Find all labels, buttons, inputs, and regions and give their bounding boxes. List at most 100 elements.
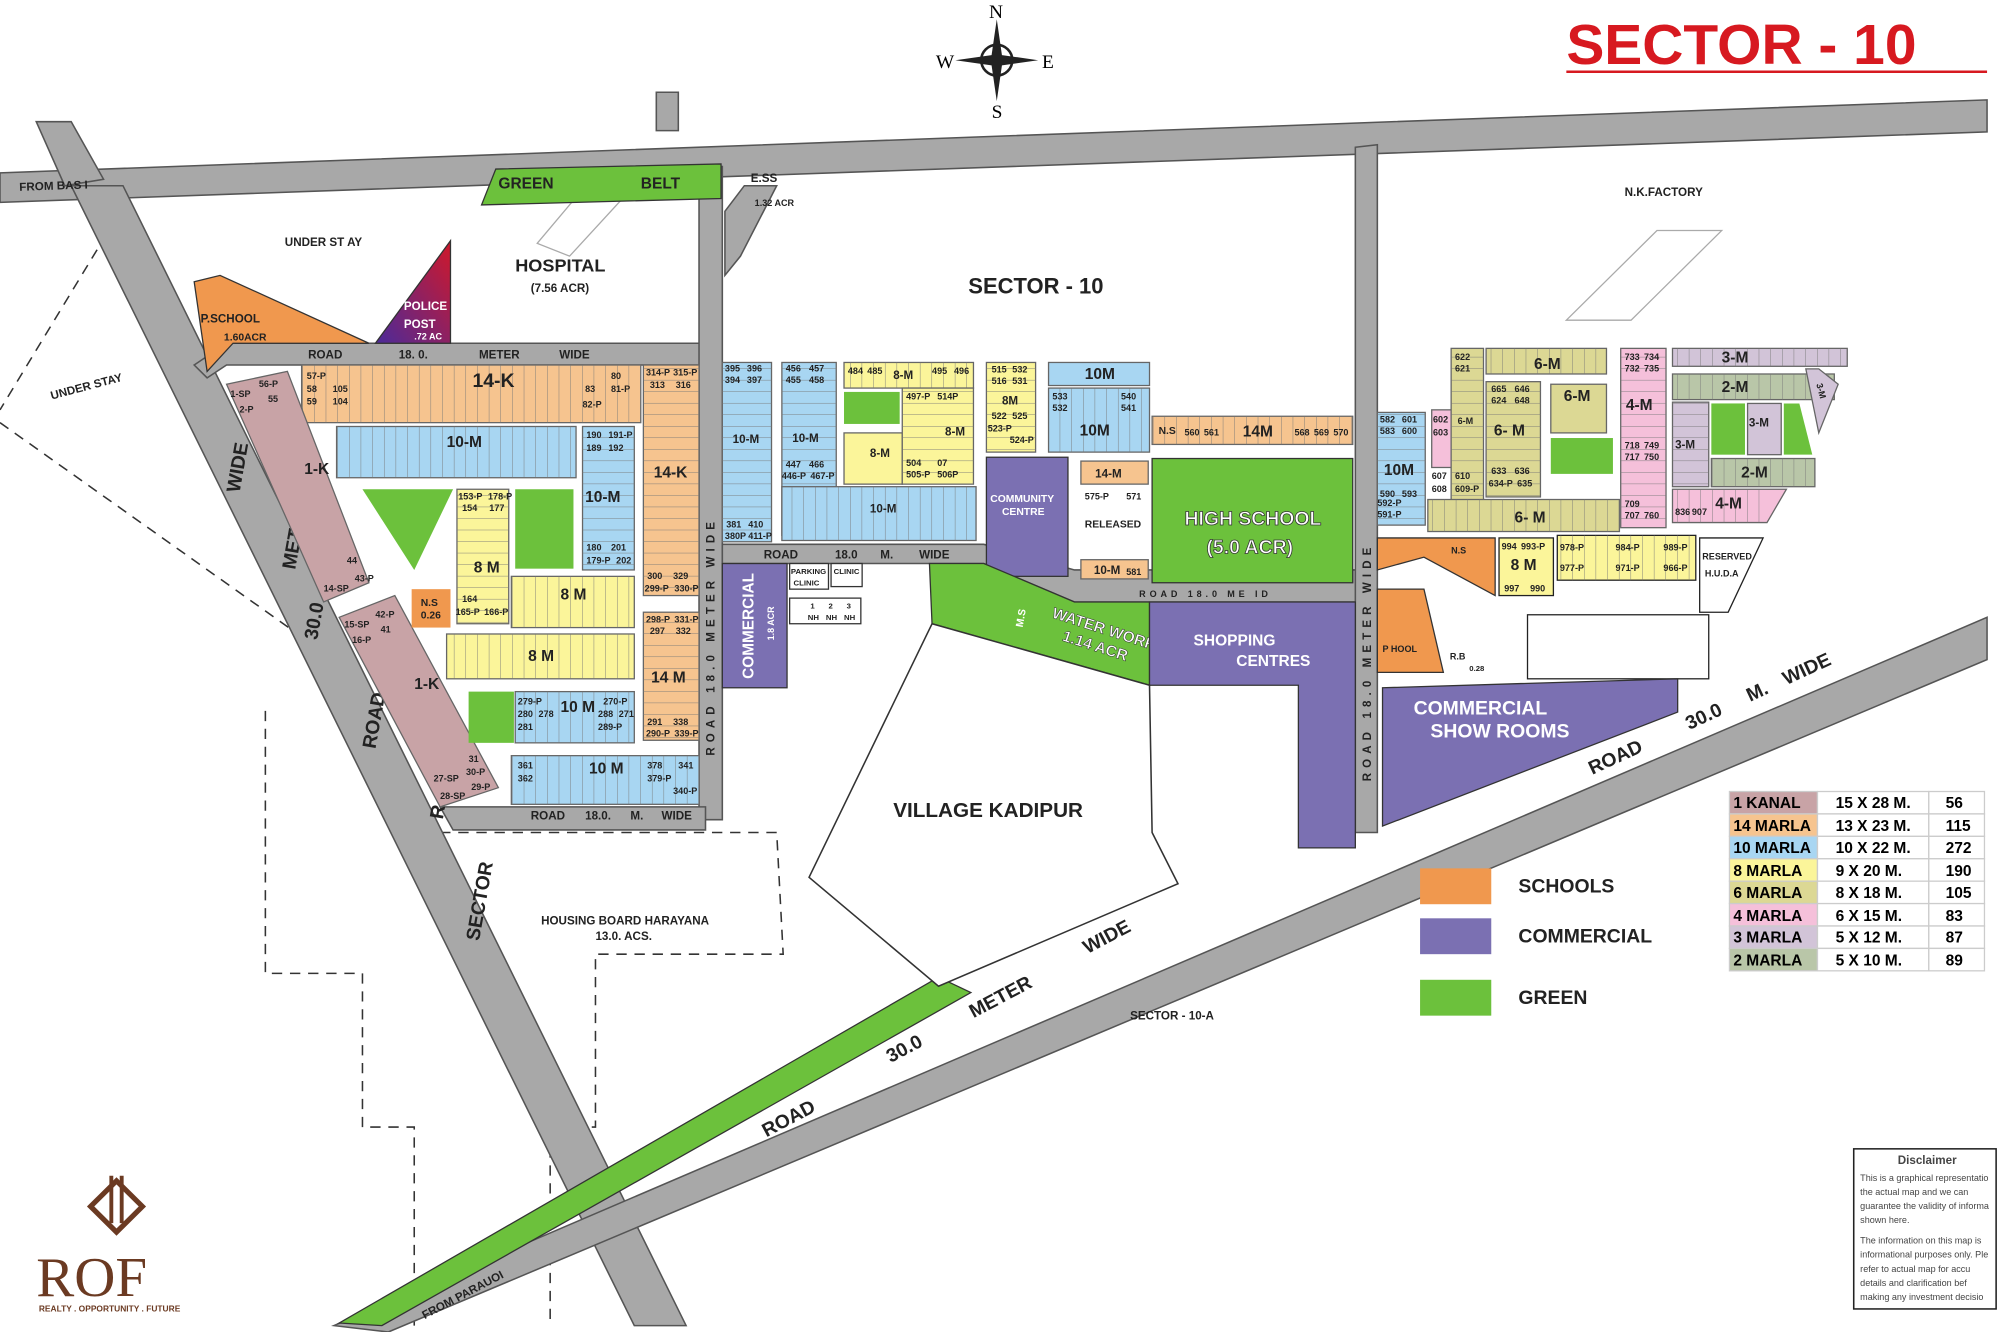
pschool-label: P.SCHOOL	[201, 314, 260, 326]
housing-board-area: 13.0. ACS.	[595, 931, 652, 943]
plot-number: 411-P	[748, 531, 772, 541]
disclaimer-line: guarantee the validity of informa	[1860, 1201, 1989, 1211]
green-right-a	[1550, 438, 1613, 474]
police-post-label-3: .72 AC	[414, 331, 442, 341]
plot-number: 07	[937, 458, 947, 468]
table-size: 9 X 20 M.	[1836, 863, 1902, 880]
block-label: 2-M	[1741, 465, 1768, 482]
table-type: 10 MARLA	[1733, 840, 1811, 857]
pschool-right-label: P HOOL	[1383, 644, 1418, 654]
road-bottom-18-label-3: M.	[630, 811, 643, 823]
plot-number: 602	[1433, 415, 1448, 425]
plot-number: 59	[307, 397, 317, 407]
table-type: 1 KANAL	[1733, 795, 1800, 812]
block-8m-e	[843, 432, 903, 485]
legend-swatch-green	[1420, 979, 1492, 1016]
plot-number: 164	[462, 594, 477, 604]
plot-number: 717	[1625, 452, 1640, 462]
plot-number: 621	[1455, 363, 1470, 373]
under-stay-left: UNDER STAY	[49, 372, 124, 402]
plot-number: 178-P	[488, 492, 512, 502]
plot-number: 166-P	[484, 607, 508, 617]
pschool-area	[193, 274, 370, 373]
plot-number: 27-SP	[434, 773, 459, 783]
boundary-housing-board	[440, 831, 784, 1326]
plot-number: 593	[1402, 489, 1417, 499]
block-14m-c	[1080, 460, 1149, 485]
block-3m-c	[1746, 402, 1782, 456]
block-label: 8-M	[870, 448, 890, 460]
block-label: 8 M	[1511, 557, 1537, 574]
plot-number: 288	[598, 709, 613, 719]
block-label: 8 M	[528, 648, 554, 665]
plot-number: 379-P	[647, 773, 671, 783]
plot-number: 291	[647, 717, 662, 727]
plot-number: 44	[347, 556, 357, 566]
high-school-area: (5.0 ACR)	[1206, 537, 1293, 558]
ess-road	[724, 184, 778, 278]
plot-number: 506P	[937, 470, 958, 480]
road-bottom-label: METER	[966, 973, 1036, 1023]
block-label: N.S	[1159, 426, 1176, 437]
block-1k-b	[338, 594, 500, 808]
road-bottom-18-label-4: WIDE	[661, 811, 692, 823]
block-label: 6-M	[1534, 356, 1561, 373]
plot-number: 83	[585, 384, 595, 394]
table-type: 8 MARLA	[1733, 863, 1802, 880]
plot-number: 734	[1644, 352, 1659, 362]
commercial-vertical-label: COMMERCIAL	[740, 573, 757, 679]
hospital-area: (7.56 ACR)	[531, 283, 590, 295]
table-size: 15 X 28 M.	[1836, 795, 1911, 812]
reserved-label-1: RESERVED	[1702, 552, 1752, 562]
block-label: 6-M	[1458, 416, 1474, 426]
plot-number: 600	[1402, 426, 1417, 436]
block-6m-d	[1550, 383, 1608, 434]
plot-number: 624	[1491, 395, 1506, 405]
road-left-label: R	[427, 803, 450, 820]
plot-number: 338	[673, 717, 688, 727]
plot-number: 984-P	[1616, 543, 1640, 553]
legend-swatch-commercial	[1420, 918, 1492, 955]
road-top-18-label-2: 18. 0.	[399, 350, 428, 362]
table-count: 87	[1946, 930, 1963, 947]
road-18-bottom	[438, 806, 707, 831]
logo-emblem-icon	[86, 1177, 147, 1236]
plot-number: 467-P	[810, 471, 834, 481]
plot-number: 718	[1625, 440, 1640, 450]
block-label: 8-M	[893, 370, 913, 382]
road-mid-18-label-3: M.	[880, 549, 893, 561]
disclaimer-line: The information on this map is	[1860, 1236, 1982, 1246]
plot-number: 446-P	[782, 471, 806, 481]
ess-area: 1.32 ACR	[755, 198, 795, 208]
green-belt-label-2: BELT	[641, 175, 681, 192]
plot-number: 42-P	[375, 609, 394, 619]
plot-number: 907	[1692, 507, 1707, 517]
nk-factory-label: N.K.FACTORY	[1625, 187, 1704, 199]
block-label: 10M	[1085, 366, 1115, 383]
block-1k-a	[225, 370, 370, 603]
plot-number: 297	[650, 626, 665, 636]
block-label: 10M	[1384, 462, 1414, 479]
green-belt-top	[480, 163, 722, 206]
plot-number: 16-P	[352, 635, 371, 645]
table-count: 190	[1946, 863, 1972, 880]
block-label: 10-M	[870, 503, 897, 515]
plot-number: 456	[786, 363, 801, 373]
plot-number: 278	[539, 709, 554, 719]
plot-number: 571	[1126, 492, 1141, 502]
ms-label: M.S	[1015, 608, 1029, 628]
plot-number: 190	[586, 430, 601, 440]
residential-right: 10M 6-M 6-M 6- M 6-M 6- M 4-M 3-M 2-M 3-…	[1376, 347, 1848, 828]
plot-number: 271	[619, 709, 634, 719]
showrooms-label-1: COMMERCIAL	[1414, 699, 1548, 720]
plot-number: 977-P	[1560, 563, 1584, 573]
plot-number: 29-P	[471, 782, 490, 792]
plot-number: 2-P	[239, 404, 253, 414]
plot-number: 733	[1625, 352, 1640, 362]
green-mid	[844, 391, 900, 424]
plot-number: 648	[1515, 395, 1530, 405]
plot-number: 378	[647, 761, 662, 771]
plot-number: 1-SP	[230, 389, 250, 399]
